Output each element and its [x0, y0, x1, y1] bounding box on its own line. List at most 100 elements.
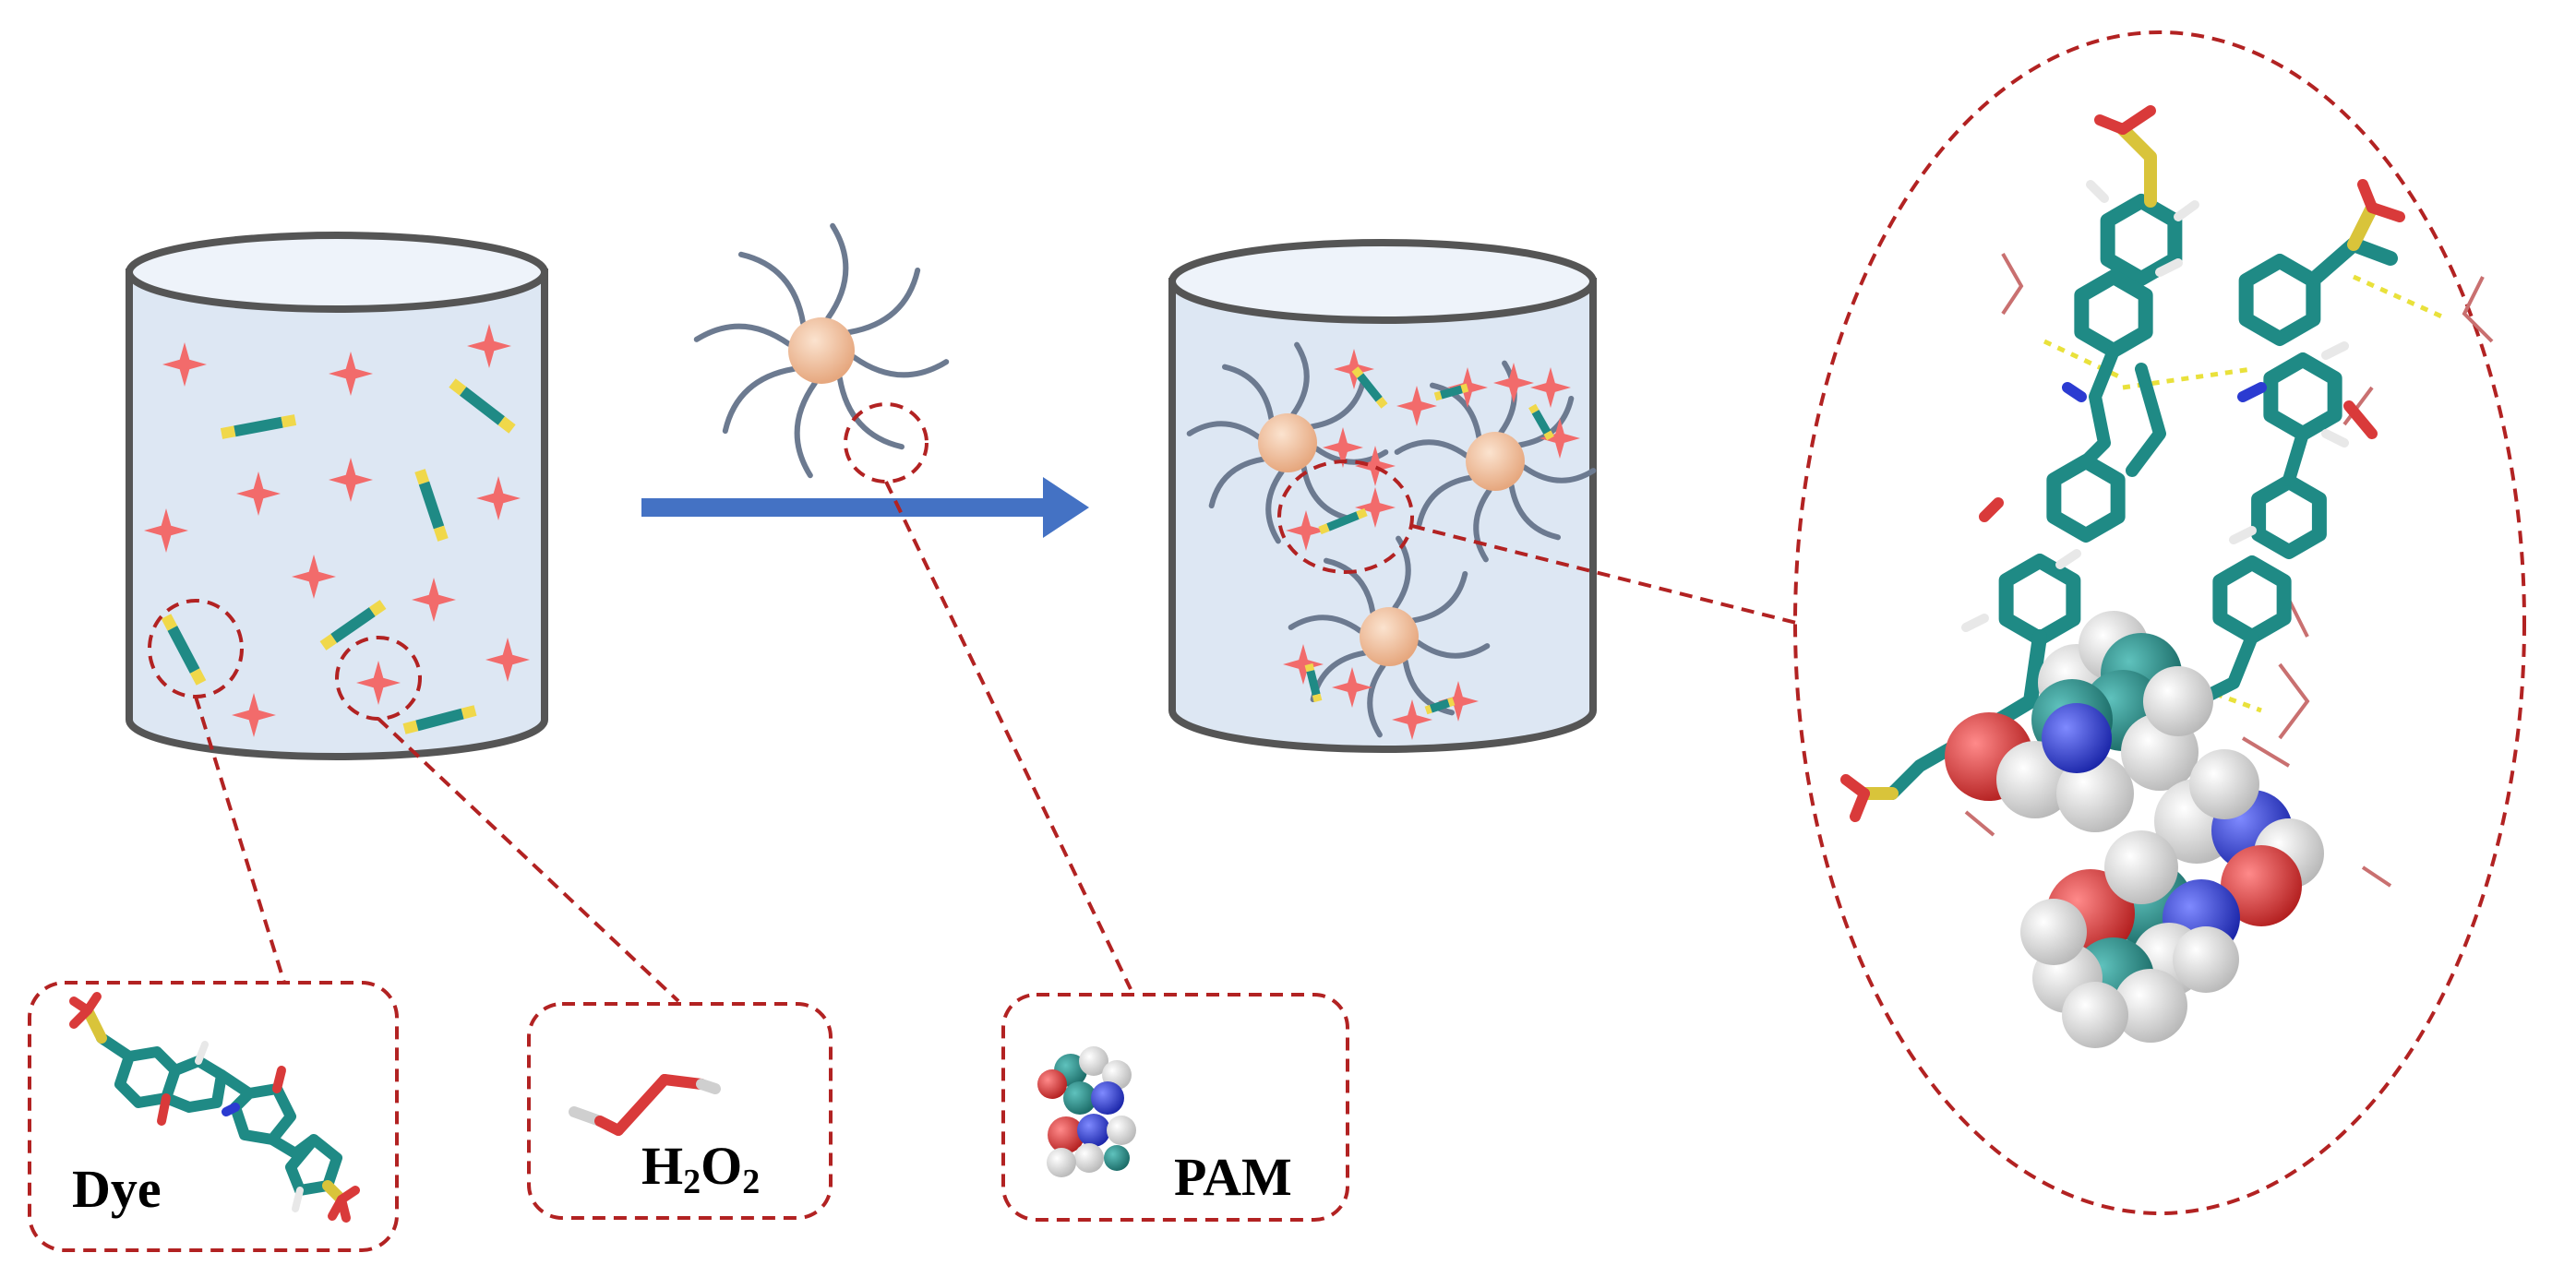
h2o2-star-icon	[1396, 386, 1437, 426]
dye-rod-icon	[220, 414, 297, 439]
dye-rod-icon	[402, 705, 477, 734]
pam-molecule-icon	[1037, 1046, 1136, 1177]
hydrogen-bond-stick	[2321, 341, 2349, 360]
residue-wire	[2241, 736, 2291, 768]
pam-nanoparticle-icon	[693, 222, 950, 479]
right-tank-body	[1168, 278, 1597, 753]
nitrogen-atom-icon	[2042, 703, 2112, 773]
h2o2-star-icon	[467, 324, 511, 368]
hydrogen-atom-icon	[2173, 926, 2239, 993]
dye-bond	[2062, 382, 2087, 402]
residue-wire	[2361, 865, 2392, 888]
h2o2-molecule-icon	[569, 1074, 721, 1136]
h2o2-star-icon	[1286, 510, 1326, 551]
residue-wire	[2342, 386, 2374, 426]
oxygen-atom-icon	[1048, 1116, 1084, 1153]
dye-label: Dye	[72, 1159, 162, 1219]
carbon-atom-icon	[1104, 1145, 1130, 1171]
dye-bond	[2237, 382, 2267, 402]
dye-rod-icon	[449, 378, 516, 434]
dye-bond	[1850, 788, 1870, 822]
h-bond-line	[2352, 274, 2448, 321]
callout-complex-circle	[1277, 459, 1414, 574]
connector-zoom	[1411, 524, 1797, 625]
h2o2-star-icon	[1540, 418, 1580, 459]
hydrogen-bond-stick	[2229, 526, 2257, 544]
hydrogen-bond-stick	[2055, 549, 2081, 569]
dye-rod-icon	[1528, 403, 1554, 441]
h2o2-star-icon	[1323, 427, 1363, 468]
residue-wire	[2278, 662, 2310, 740]
h2o2-star-icon	[412, 578, 456, 622]
h2o2-star-icon	[144, 508, 188, 553]
dye-molecule-icon	[69, 992, 360, 1223]
h2o2-star-icon	[1355, 487, 1396, 528]
h2o2-star-icon	[162, 342, 207, 387]
residue-wire	[2462, 276, 2494, 343]
nanoparticle-in-tank	[1186, 341, 1389, 544]
hydrogen-atom-icon	[2143, 666, 2213, 736]
dye-rod-icon	[319, 600, 387, 650]
residue-wire	[2287, 599, 2309, 638]
pam-box	[1001, 993, 1349, 1222]
connector-pam	[884, 481, 1132, 990]
h2o2-star-icon	[1334, 349, 1374, 389]
left-tank-h2o2-stars	[144, 324, 530, 737]
hydrogen-atom-icon	[2114, 969, 2187, 1043]
left-tank-dye-rods	[161, 378, 516, 734]
h2o2-label: H2O2	[641, 1136, 761, 1201]
h2o2-star-icon	[1530, 367, 1571, 408]
callout-pam-circle	[844, 402, 929, 483]
h2o2-star-icon	[1283, 644, 1324, 685]
residue-wire	[2001, 253, 2024, 316]
dye-bond	[2251, 474, 2327, 559]
dye-bond	[1998, 554, 2081, 646]
zoom-ellipse	[1793, 30, 2526, 1215]
hydrogen-bond-stick	[2155, 258, 2183, 277]
dye-bond	[2343, 400, 2378, 439]
hydrogen-atom-icon	[2189, 749, 2259, 819]
hydrogen-atom-icon	[1079, 1046, 1108, 1076]
left-tank-rim	[126, 232, 548, 313]
dye-bond	[2212, 555, 2292, 644]
dye-bond	[2282, 427, 2309, 486]
h2o2-star-icon	[1392, 699, 1432, 740]
left-tank-body	[126, 269, 548, 760]
h2o2-star-icon	[1493, 363, 1534, 403]
pam-label: PAM	[1174, 1147, 1292, 1207]
h2o2-star-icon	[329, 352, 373, 396]
hydrogen-bond-stick	[2321, 429, 2349, 448]
carbon-atom-icon	[1063, 1081, 1096, 1115]
h2o2-star-icon	[1332, 667, 1372, 708]
h2o2-star-icon	[292, 555, 336, 599]
oxygen-atom-icon	[1037, 1069, 1067, 1099]
zoom-pam-spheres	[1945, 611, 2324, 1048]
dye-rod-icon	[1433, 383, 1469, 401]
hydrogen-atom-icon	[1047, 1148, 1076, 1177]
dye-rod-icon	[1318, 507, 1368, 535]
right-tank	[1168, 239, 1597, 753]
dye-bond	[2079, 344, 2120, 468]
right-arrow-icon	[641, 477, 1089, 538]
connector-h2o2	[377, 717, 680, 1003]
hydrogen-atom-icon	[2020, 899, 2087, 965]
h2o2-star-icon	[485, 638, 530, 682]
h2o2-star-icon	[1438, 681, 1479, 722]
oxygen-atom-icon	[2221, 845, 2302, 926]
nanoparticles-layer	[693, 222, 1597, 738]
dye-rod-icon	[161, 614, 207, 686]
hydrogen-bond-stick	[2174, 200, 2199, 221]
dye-bond	[2116, 123, 2157, 208]
h2o2-star-icon	[1355, 446, 1396, 486]
right-tank-rim	[1168, 239, 1597, 324]
right-tank-h2o2-stars	[1283, 349, 1580, 740]
dye-box	[28, 981, 399, 1252]
hydrogen-atom-icon	[2056, 755, 2134, 832]
dye-rod-icon	[1351, 366, 1388, 409]
hydrogen-atom-icon	[1074, 1143, 1104, 1173]
dye-bond	[2046, 454, 2126, 543]
hydrogen-atom-icon	[2062, 982, 2128, 1048]
dye-bond	[2126, 363, 2166, 477]
right-tank-dye-rods	[1304, 366, 1554, 715]
